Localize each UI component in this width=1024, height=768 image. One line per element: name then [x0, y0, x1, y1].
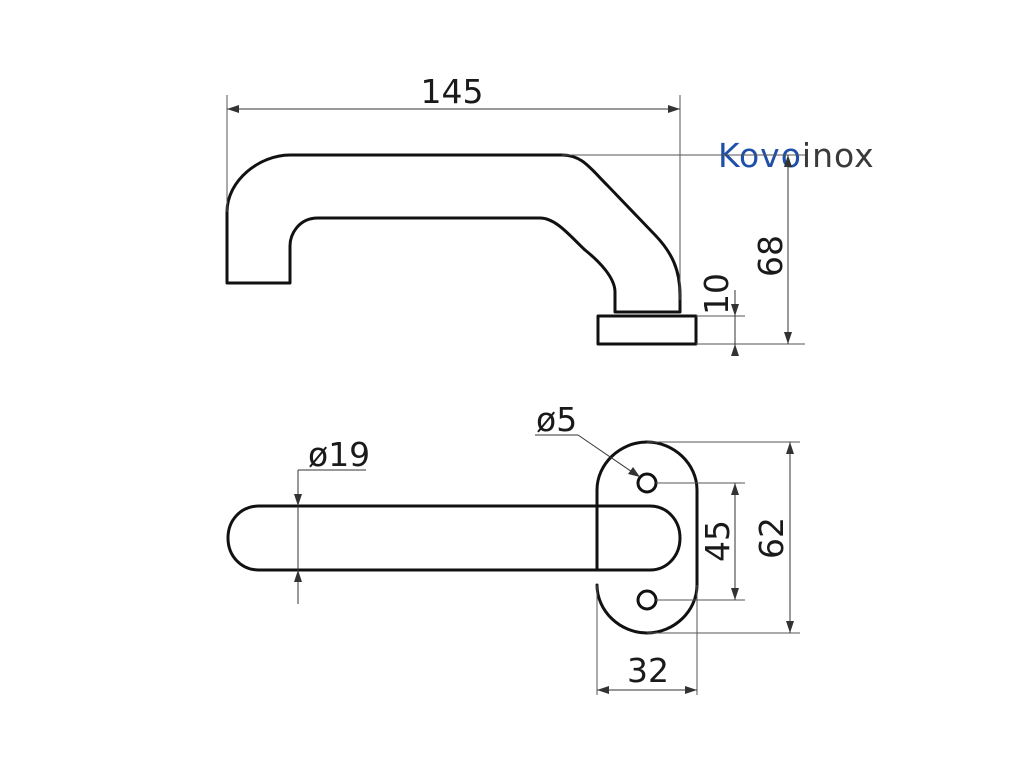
side-view: [225, 95, 805, 346]
screw-hole-lower: [636, 589, 658, 611]
grip-top-outline: [226, 504, 682, 572]
dim-height: 68: [751, 155, 792, 344]
dim-hole-diameter: ø5: [535, 400, 640, 477]
dim-label-62: 62: [752, 517, 791, 559]
logo-part-2: inox: [801, 136, 875, 175]
handle-side-outline: [225, 153, 682, 314]
dim-label-45: 45: [698, 520, 737, 562]
dim-grip-diameter: ø19: [294, 435, 370, 604]
dim-label-68: 68: [751, 235, 790, 277]
dim-overall-length: 145: [227, 72, 680, 113]
dim-label-32: 32: [627, 651, 669, 690]
rose-top-outline: [595, 440, 699, 635]
rose-side-outline: [596, 314, 698, 346]
dim-label-145: 145: [421, 72, 484, 111]
dim-label-10: 10: [697, 273, 736, 315]
dim-label-d19: ø19: [308, 435, 370, 474]
screw-hole-upper: [636, 472, 658, 494]
dim-hole-spacing: 45: [698, 483, 739, 600]
top-view: [226, 440, 800, 695]
dim-rose-width: 32: [597, 651, 697, 694]
dim-rose-thickness: 10: [697, 273, 739, 356]
dim-rose-length: 62: [752, 442, 794, 633]
dim-label-d5: ø5: [536, 400, 577, 439]
